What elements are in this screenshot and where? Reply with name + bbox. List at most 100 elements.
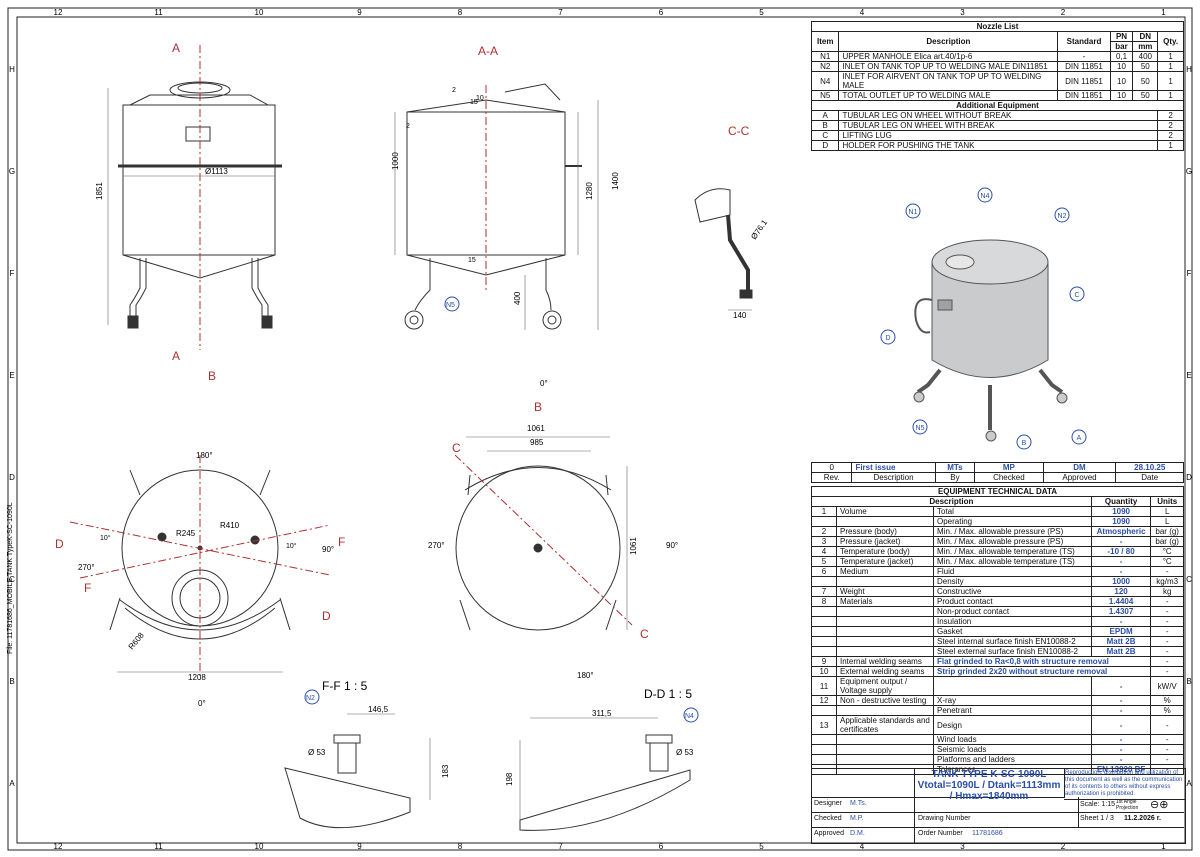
aa-cone xyxy=(406,254,566,276)
tech-unit: - xyxy=(1150,764,1184,775)
additional-item: B xyxy=(810,120,840,131)
aa-manhole-lid xyxy=(504,83,561,101)
iso-label: N5 xyxy=(916,425,925,432)
column-label-top: 5 xyxy=(759,8,764,17)
nozzle-list-title: Nozzle List xyxy=(811,21,1184,32)
plan-left-d-right: D xyxy=(322,609,331,623)
cc-diameter: Ø76.1 xyxy=(749,218,769,241)
tech-quantity: - xyxy=(1090,734,1152,745)
nozzle-pn: 0,1 xyxy=(1109,51,1134,62)
row-label-left: D xyxy=(9,473,15,482)
plan-right-180: 180° xyxy=(577,671,594,680)
tech-group xyxy=(836,516,934,527)
plan-left-1208: 1208 xyxy=(188,673,206,682)
sheet-label: Sheet 1 / 3 xyxy=(1080,815,1114,822)
front-section-label-top: A xyxy=(172,41,180,55)
technical-data-table: EQUIPMENT TECHNICAL DATA Description Qua… xyxy=(811,486,1184,775)
plan-left-f-left: F xyxy=(84,581,91,595)
tech-param: Gasket xyxy=(933,626,1092,637)
column-label-top: 9 xyxy=(357,8,362,17)
tech-quantity: 1090 xyxy=(1090,516,1152,527)
column-label-top: 11 xyxy=(154,8,163,17)
tech-unit: kW/V xyxy=(1150,676,1184,696)
column-label-top: 4 xyxy=(860,8,865,17)
plan-left-ang-10a: 10° xyxy=(100,534,111,542)
row-label-left: A xyxy=(9,779,15,788)
ff-dim-183: 183 xyxy=(441,764,450,778)
tech-quantity: -10 / 80 xyxy=(1090,546,1152,557)
dd-dim-53: Ø 53 xyxy=(676,748,694,757)
tech-quantity: - xyxy=(1090,715,1152,735)
tech-quantity: Matt 2B xyxy=(1090,636,1152,647)
tech-unit: °C xyxy=(1150,546,1184,557)
projection-icon: ⊖⊕ xyxy=(1150,799,1169,811)
tech-unit: - xyxy=(1150,616,1184,627)
tech-param: Operating xyxy=(933,516,1092,527)
column-label-bottom: 10 xyxy=(255,842,264,851)
front-arrow-b: B xyxy=(208,369,216,383)
nozzle-header-standard: Standard xyxy=(1057,31,1111,52)
nozzle-standard: DIN 11851 xyxy=(1057,61,1111,72)
plan-left-f-right: F xyxy=(338,535,345,549)
tech-param: Steel external surface finish EN10088-2 xyxy=(933,646,1092,657)
row-label-right: F xyxy=(1187,269,1192,278)
tech-group: Volume xyxy=(836,506,934,517)
nozzle-item: N1 xyxy=(810,51,840,62)
aa-nozzle-n5: N5 xyxy=(446,302,455,309)
tech-unit: - xyxy=(1150,734,1184,745)
nozzle-description: UPPER MANHOLE Elica art.40/1p-6 xyxy=(838,51,1059,62)
iso-label: C xyxy=(1074,292,1079,299)
title-line-1: TANK TYPE K-SC-1090L xyxy=(931,769,1047,780)
tech-no: 10 xyxy=(811,666,837,677)
tech-unit: kg/m3 xyxy=(1150,576,1184,587)
rev-header-description: Description xyxy=(851,472,936,483)
column-label-bottom: 4 xyxy=(860,842,865,851)
tech-group: Temperature (jacket) xyxy=(836,556,934,567)
tech-unit: kg xyxy=(1150,586,1184,597)
tech-unit: - xyxy=(1150,636,1184,647)
tech-quantity: Matt 2B xyxy=(1090,646,1152,657)
iso-label: D xyxy=(885,335,890,342)
nozzle-standard: DIN 11851 xyxy=(1057,90,1111,101)
iso-label: A xyxy=(1077,435,1082,442)
tech-param: Insulation xyxy=(933,616,1092,627)
tech-quantity: 1.4404 xyxy=(1090,596,1152,607)
tech-unit: L xyxy=(1150,506,1184,517)
column-label-bottom: 2 xyxy=(1061,842,1066,851)
tech-quantity: - xyxy=(1090,695,1152,706)
aa-leg-left xyxy=(414,258,431,311)
legal-note: Reproduction, distribution and utilizati… xyxy=(1064,769,1186,800)
column-label-top: 10 xyxy=(255,8,264,17)
tech-no: 4 xyxy=(811,546,837,557)
tech-quantity: - xyxy=(1090,676,1152,696)
tech-param: Strip grinded 2x20 without structure rem… xyxy=(932,666,1152,677)
row-label-right: A xyxy=(1186,779,1192,788)
tech-group xyxy=(836,636,934,647)
column-label-bottom: 12 xyxy=(54,842,63,851)
title-block: TANK TYPE K-SC-1090L Vtotal=1090L / Dtan… xyxy=(811,768,1186,844)
tech-unit: - xyxy=(1150,656,1184,667)
tech-no: 3 xyxy=(811,536,837,547)
revision-table: 0 First issue MTs MP DM 28.10.25 Rev. De… xyxy=(810,462,1184,483)
tech-param: Tolerances xyxy=(933,764,1092,775)
rev-by: MTs xyxy=(934,462,976,473)
additional-qty: 1 xyxy=(1157,140,1184,151)
tech-group xyxy=(836,576,934,587)
nozzle-description: INLET ON TANK TOP UP TO WELDING MALE DIN… xyxy=(838,61,1059,72)
additional-qty: 2 xyxy=(1157,110,1184,121)
dd-dim-198: 198 xyxy=(505,772,514,786)
additional-description: TUBULAR LEG ON WHEEL WITH BREAK xyxy=(838,120,1159,131)
section-aa-view xyxy=(394,83,599,330)
additional-qty: 2 xyxy=(1157,120,1184,131)
nozzle-dn: 50 xyxy=(1132,71,1159,91)
aa-dim-10: 10 xyxy=(476,95,484,102)
plan-left-ang-10b: 10° xyxy=(286,542,297,550)
